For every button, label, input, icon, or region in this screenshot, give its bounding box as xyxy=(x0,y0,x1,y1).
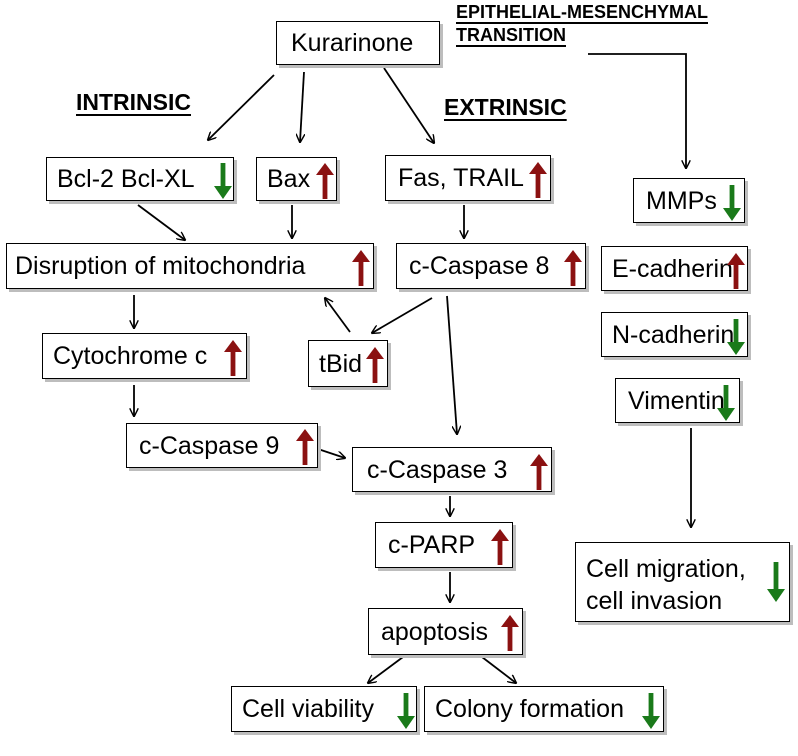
node-label: Colony formation xyxy=(435,695,624,723)
node-label: N-cadherin xyxy=(612,321,735,349)
node-label: Disruption of mitochondria xyxy=(15,252,306,280)
node-cell-migration: Cell migration, cell invasion xyxy=(575,542,790,622)
edges-layer xyxy=(134,53,691,683)
node-label: c-Caspase 3 xyxy=(367,456,508,484)
header-emt-line1: EPITHELIAL-MESENCHYMAL xyxy=(456,2,708,22)
node-tbid: tBid xyxy=(308,340,388,387)
edge-casp8-to-tbid xyxy=(372,297,433,333)
node-label-line1: Cell migration, xyxy=(586,555,746,583)
node-vimentin: Vimentin xyxy=(615,378,740,423)
node-label: Bax xyxy=(267,165,311,193)
down-arrow-icon xyxy=(767,562,785,602)
edge-apoptosis-to-colony xyxy=(481,656,516,683)
up-arrow-icon xyxy=(564,250,582,286)
node-colony-formation: Colony formation xyxy=(424,686,664,732)
edge-emt-to-mmps xyxy=(588,53,686,168)
edge-apoptosis-to-viability xyxy=(368,656,404,683)
node-label: c-Caspase 9 xyxy=(139,432,280,460)
edge-tbid-to-mito xyxy=(325,298,351,333)
node-c-caspase-8: c-Caspase 8 xyxy=(396,243,586,289)
edge-casp8-to-casp3 xyxy=(446,295,457,434)
down-arrow-icon xyxy=(642,693,660,729)
up-arrow-icon xyxy=(296,429,314,465)
up-arrow-icon xyxy=(491,529,509,565)
up-arrow-icon xyxy=(727,253,745,289)
up-arrow-icon xyxy=(224,340,242,376)
node-label: Cytochrome c xyxy=(53,342,208,370)
down-arrow-icon xyxy=(397,693,415,729)
node-label: tBid xyxy=(319,350,363,378)
down-arrow-icon xyxy=(723,185,741,221)
header-emt-line2: TRANSITION xyxy=(456,25,566,45)
node-c-caspase-3: c-Caspase 3 xyxy=(352,447,552,492)
up-arrow-icon xyxy=(366,347,384,383)
edge-kurarinone-to-fas xyxy=(383,67,434,143)
node-bax: Bax xyxy=(256,157,337,201)
node-label: apoptosis xyxy=(381,618,489,646)
up-arrow-icon xyxy=(352,250,370,286)
node-label: Bcl-2 Bcl-XL xyxy=(57,165,195,193)
node-apoptosis: apoptosis xyxy=(368,608,523,655)
header-intrinsic: INTRINSIC xyxy=(76,89,191,115)
up-arrow-icon xyxy=(316,163,334,199)
node-label: c-PARP xyxy=(388,531,476,559)
up-arrow-icon xyxy=(501,615,519,651)
node-label: c-Caspase 8 xyxy=(409,252,550,280)
node-c-caspase-9: c-Caspase 9 xyxy=(126,423,318,468)
node-n-cadherin: N-cadherin xyxy=(601,312,748,357)
node-label-line2: cell invasion xyxy=(586,587,723,615)
node-label: E-cadherin xyxy=(612,255,733,283)
edge-kurarinone-to-bax xyxy=(300,71,304,142)
node-label: Fas, TRAIL xyxy=(398,164,524,192)
edge-kurarinone-to-bcl2 xyxy=(208,74,275,140)
node-kurarinone: Kurarinone xyxy=(276,21,440,65)
node-cytochrome-c: Cytochrome c xyxy=(42,333,247,379)
node-disruption-of-mitochondria: Disruption of mitochondria xyxy=(6,243,374,289)
node-mmps: MMPs xyxy=(633,178,745,223)
up-arrow-icon xyxy=(530,454,548,490)
node-label: MMPs xyxy=(646,187,717,215)
header-extrinsic: EXTRINSIC xyxy=(444,94,567,120)
down-arrow-icon xyxy=(214,163,232,199)
down-arrow-icon xyxy=(727,319,745,355)
node-fas-trail: Fas, TRAIL xyxy=(385,155,551,201)
node-cell-viability: Cell viability xyxy=(231,686,417,732)
node-label: Kurarinone xyxy=(291,29,414,57)
node-label: Cell viability xyxy=(242,695,374,723)
up-arrow-icon xyxy=(529,162,547,198)
node-bcl2-bclxl: Bcl-2 Bcl-XL xyxy=(46,157,234,201)
node-label: Vimentin xyxy=(628,387,725,415)
edge-bcl2-to-mito xyxy=(137,204,185,240)
down-arrow-icon xyxy=(717,385,735,421)
node-e-cadherin: E-cadherin xyxy=(601,246,748,291)
node-c-parp: c-PARP xyxy=(375,522,513,568)
